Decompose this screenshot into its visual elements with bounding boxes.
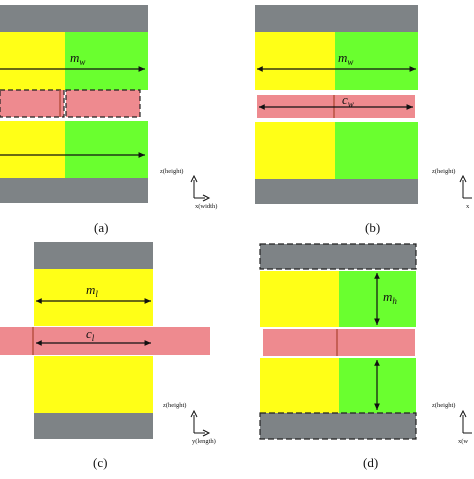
panel-c-top-plate xyxy=(34,242,153,269)
panel-a-top-plate xyxy=(0,5,148,32)
panel-d: mh z(height) x(w (d) xyxy=(259,243,472,470)
panel-a-core-right xyxy=(65,89,141,118)
panel-d-lower-yellow xyxy=(260,358,339,413)
panel-c-dim-label-2: cl xyxy=(86,326,95,343)
panel-b-axis-vertical-label: z(height) xyxy=(432,168,455,175)
panel-c-upper-yellow xyxy=(34,269,153,326)
panel-a-upper-green xyxy=(65,32,148,90)
panel-c-axis-vertical-label: z(height) xyxy=(163,402,186,409)
panel-d-core xyxy=(263,329,415,356)
panel-b-label: (b) xyxy=(365,220,380,235)
panel-d-axis-horizontal-label: x(w xyxy=(458,438,468,445)
panel-a-dim-label: mw xyxy=(70,50,85,67)
panel-c: ml cl z(height) y(length) (c) xyxy=(0,242,216,470)
panel-a: mw z(height) x(width) (a) xyxy=(0,5,217,235)
panel-a-axis-icon: z(height) x(width) xyxy=(160,168,217,210)
panel-d-label: (d) xyxy=(363,455,378,470)
panel-b-upper-green xyxy=(335,32,418,90)
panel-b-lower-yellow xyxy=(255,122,335,179)
panel-b: mw cw z(height) x (b) xyxy=(255,5,472,235)
panel-d-dim-label: mh xyxy=(383,289,397,306)
panel-d-bottom-plate xyxy=(259,412,417,440)
panel-a-bottom-plate xyxy=(0,178,148,203)
panel-d-top-plate xyxy=(259,243,417,270)
panel-a-upper-yellow xyxy=(0,32,65,90)
panel-d-upper-yellow xyxy=(260,271,339,327)
panel-b-upper-yellow xyxy=(255,32,335,90)
panel-a-core-left xyxy=(0,89,65,118)
panel-a-label: (a) xyxy=(94,220,108,235)
panel-d-axis-icon: z(height) x(w xyxy=(432,402,472,445)
panel-b-dim-label-1: mw xyxy=(338,50,353,67)
panel-a-axis-horizontal-label: x(width) xyxy=(195,203,217,210)
panel-d-axis-vertical-label: z(height) xyxy=(432,402,455,409)
panel-a-axis-vertical-label: z(height) xyxy=(160,168,183,175)
panel-c-label: (c) xyxy=(93,455,107,470)
panel-c-bottom-plate xyxy=(34,413,153,439)
panel-b-axis-icon: z(height) x xyxy=(432,168,472,210)
panel-c-lower-yellow xyxy=(34,356,153,413)
panel-b-bottom-plate xyxy=(255,179,418,204)
panel-b-lower-green xyxy=(335,122,418,179)
panel-a-lower-green xyxy=(65,121,148,178)
panel-c-axis-icon: z(height) y(length) xyxy=(163,402,216,445)
panel-b-axis-horizontal-label: x xyxy=(466,203,470,210)
panel-c-axis-horizontal-label: y(length) xyxy=(192,438,216,445)
panel-a-lower-yellow xyxy=(0,121,65,178)
panel-c-core xyxy=(0,327,210,355)
panel-c-dim-label-1: ml xyxy=(86,282,98,299)
panel-b-dim-label-2: cw xyxy=(342,92,354,109)
panel-b-top-plate xyxy=(255,5,418,32)
